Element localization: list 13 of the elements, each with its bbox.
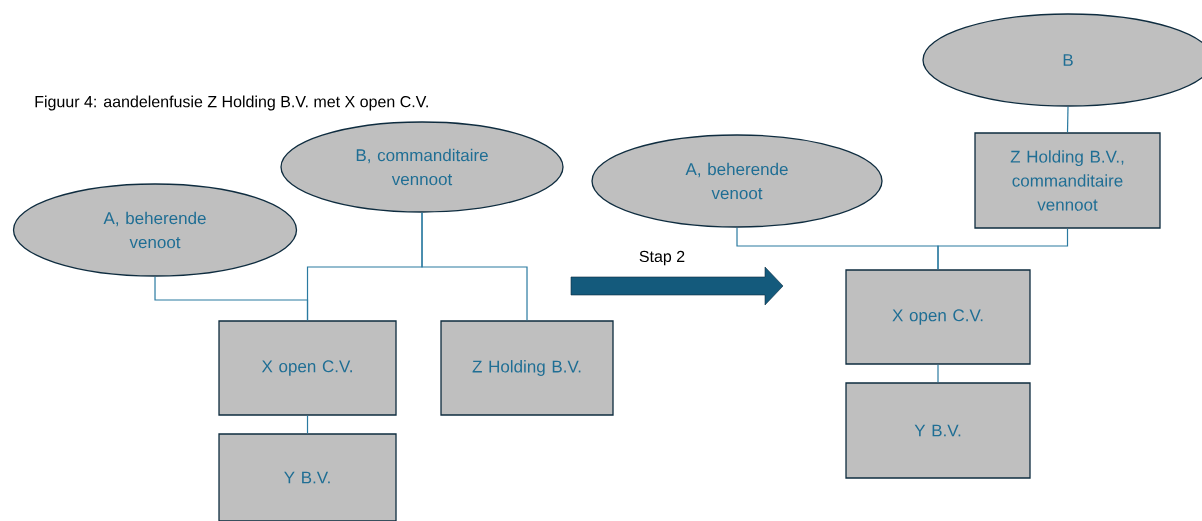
entity-box: Z Holding B.V.: [440, 320, 614, 416]
connector-line: [306, 415, 309, 434]
connector-line: [421, 212, 528, 321]
entity-box: Y B.V.: [218, 433, 397, 521]
step-label: Stap 2: [639, 250, 685, 266]
connector-line: [937, 364, 939, 383]
connector-line: [937, 228, 1069, 270]
entity-box: X open C.V.: [845, 269, 1031, 365]
entity-box: Y B.V.: [845, 382, 1031, 479]
entity-box: X open C.V.: [218, 320, 397, 416]
figure-title: Figuur 4: aandelenfusie Z Holding B.V. met X open C.V.: [35, 95, 428, 111]
entity-box: Z Holding B.V., commanditaire vennoot: [974, 132, 1161, 229]
connector-line: [1066, 106, 1069, 133]
